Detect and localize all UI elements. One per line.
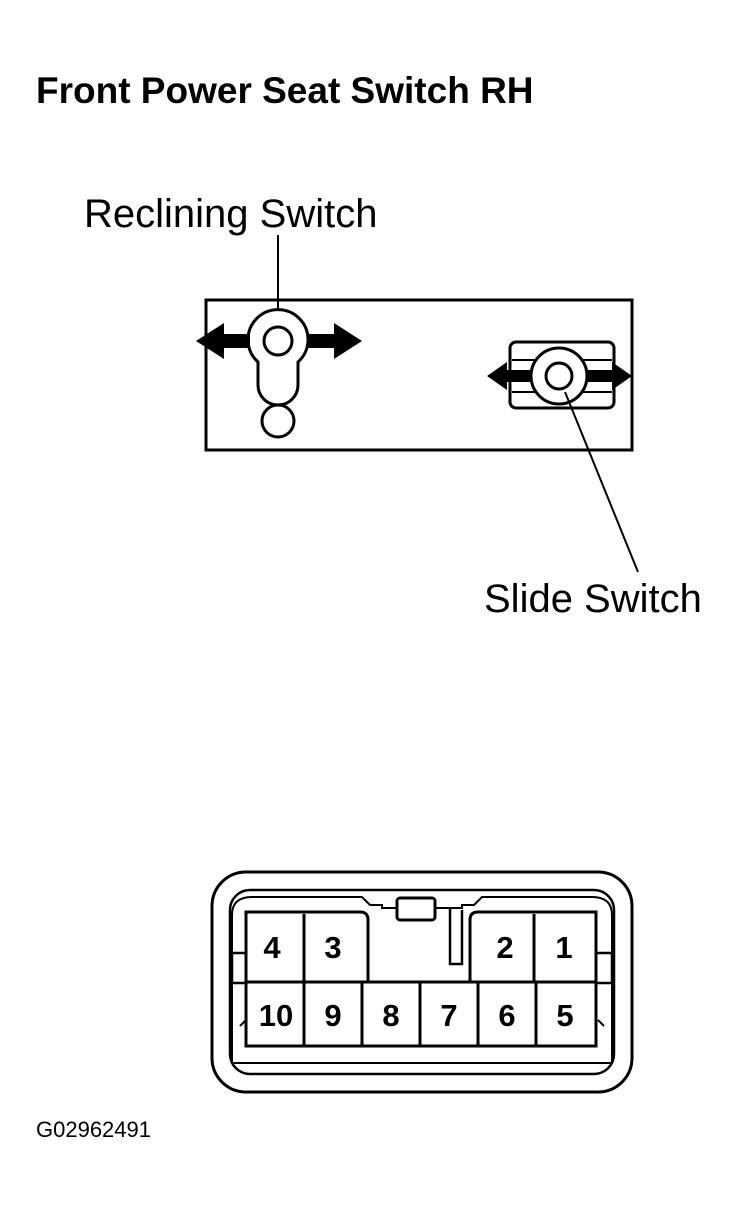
slide-switch-knob-inner [544, 361, 574, 391]
connector-outer-shell [210, 870, 634, 1094]
connector-left-key [230, 951, 248, 985]
slide-arrow-left-icon [487, 362, 530, 390]
pin-label: 4 [263, 930, 281, 965]
pin-label: 7 [440, 998, 457, 1033]
pin-label: 3 [324, 930, 341, 965]
connector-top-left-block [244, 910, 370, 984]
diagram-title: Front Power Seat Switch RH [36, 70, 534, 111]
pin-label: 5 [556, 998, 573, 1033]
connector-right-key [594, 951, 614, 985]
connector-lock-tab [395, 896, 437, 922]
pin-label: 1 [555, 930, 572, 965]
slide-arrow-right-icon [588, 362, 632, 390]
pin-label: 6 [498, 998, 515, 1033]
pin-label: 8 [382, 998, 399, 1033]
connector-center-slot [448, 908, 464, 966]
connector-inner-shell [228, 888, 616, 1076]
reclining-arrow-right-icon [308, 323, 362, 359]
reclining-switch-label: Reclining Switch [84, 192, 378, 236]
connector-cavity-outline [231, 896, 613, 1064]
pin-label: 10 [259, 998, 293, 1033]
switch-panel [204, 298, 634, 452]
pin-label: 9 [324, 998, 341, 1033]
slide-switch-label: Slide Switch [484, 577, 702, 621]
reclining-arrow-left-icon [196, 323, 250, 359]
pin-label: 2 [496, 930, 513, 965]
reclining-switch-knob [246, 308, 310, 407]
slide-leader-line [564, 391, 639, 573]
figure-id: G02962491 [36, 1117, 151, 1142]
reclining-switch-lower-hole [260, 403, 296, 439]
